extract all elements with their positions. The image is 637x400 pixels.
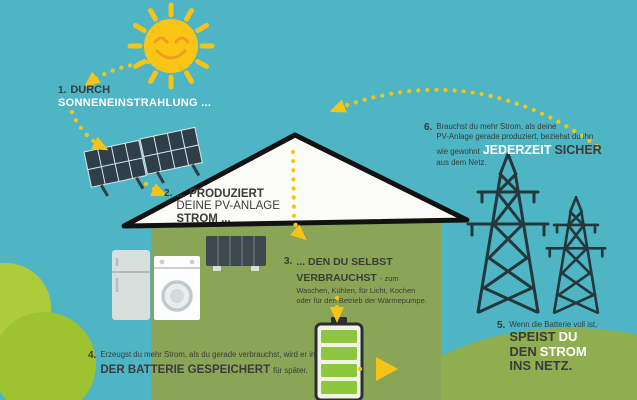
- step-2-line3: STROM ...: [176, 212, 231, 225]
- step-6-label: 6. Brauchst du mehr Strom, als deine PV-…: [424, 122, 602, 168]
- step-1-number: 1.: [58, 85, 67, 96]
- arrow-roof-to-inverter: [290, 149, 307, 241]
- step-6-line1: Brauchst du mehr Strom, als deine: [436, 122, 557, 131]
- step-5-line3: INS NETZ.: [509, 358, 573, 374]
- step-3-detail1: Waschen, Kühlen, für Licht, Kochen: [296, 286, 416, 296]
- step-5-word2: DU: [558, 329, 578, 345]
- step-5-intro: Wenn die Batterie voll ist,: [509, 320, 598, 329]
- step-3-line2-suffix: - zum: [379, 274, 399, 284]
- step-4-number: 4.: [88, 350, 97, 361]
- power-pylon-icon-large: [466, 152, 550, 314]
- step-3-line2: VERBRAUCHST: [296, 272, 377, 285]
- hill: [392, 328, 637, 400]
- step-6-line4: aus dem Netz.: [436, 157, 487, 167]
- step-4-highlight: DER BATTERIE GESPEICHERT: [100, 364, 271, 377]
- step-6-highlight1: JEDERZEIT: [482, 142, 552, 157]
- step-2-line2: DEINE PV-ANLAGE: [176, 200, 280, 213]
- step-2-label: 2. ... PRODUZIERT DEINE PV-ANLAGE STROM …: [164, 188, 280, 225]
- arrow-sun-to-step1: [84, 59, 151, 88]
- step-1-highlight: SONNENEINSTRAHLUNG ...: [58, 97, 212, 109]
- fridge-icon: [112, 250, 150, 320]
- step-5-number: 5.: [497, 320, 506, 331]
- step-6-line3-lead: wie gewohnt: [436, 146, 480, 156]
- step-3-line1: ... DEN DU SELBST: [296, 256, 393, 268]
- step-3-label: 3. ... DEN DU SELBST VERBRAUCHST- zum Wa…: [284, 256, 427, 306]
- step-4-label: 4. Erzeugst du mehr Strom, als du gerade…: [88, 350, 320, 378]
- step-6-number: 6.: [424, 122, 433, 133]
- sun-icon: [127, 2, 215, 90]
- battery-icon: [314, 317, 364, 400]
- step-4-outro: für später.: [273, 366, 308, 376]
- step-3-number: 3.: [284, 256, 293, 267]
- solar-panel-icon: [83, 126, 203, 197]
- arrow-battery-to-step5: [376, 357, 398, 381]
- power-pylon-icon-small: [545, 195, 607, 314]
- step-6-highlight2: SICHER: [554, 142, 602, 157]
- step-1-label: 1.DURCH SONNENEINSTRAHLUNG ...: [58, 84, 211, 109]
- inverter-icon: [206, 236, 266, 271]
- step-2-line1: ... PRODUZIERT: [176, 188, 264, 200]
- washing-machine-icon: [154, 256, 200, 320]
- step-6-line2: PV-Anlage gerade produziert, beziehst du…: [436, 132, 594, 142]
- arrow-step1-to-panels: [69, 109, 109, 151]
- step-5-word1: SPEIST: [509, 329, 556, 345]
- step-1-lead: DURCH: [70, 84, 111, 96]
- arrow-panels-to-step2: [143, 181, 168, 197]
- tree-icon: [0, 263, 96, 400]
- step-5-word3: DEN: [509, 343, 537, 359]
- flow-arrows: [69, 59, 600, 372]
- step-2-number: 2.: [164, 188, 173, 199]
- step-3-detail2: oder für den Betrieb der Wärmepumpe.: [296, 295, 427, 305]
- step-4-intro: Erzeugst du mehr Strom, als du gerade ve…: [100, 350, 316, 359]
- step-5-word4: STROM: [539, 343, 587, 359]
